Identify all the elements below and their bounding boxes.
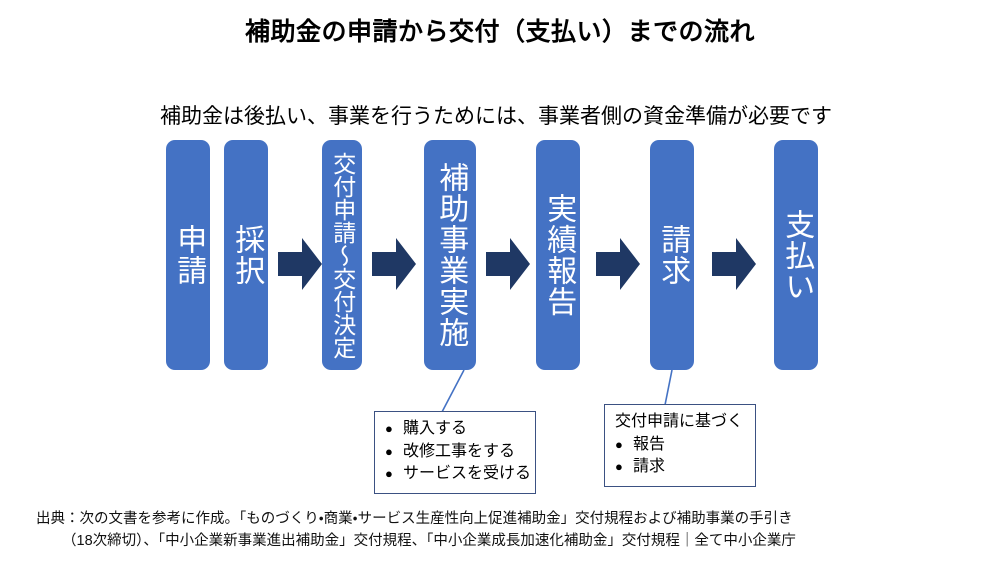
flow-step-label: 申請 <box>172 224 206 286</box>
flow-step-label: 請求 <box>656 224 690 286</box>
bullet-icon: ● <box>385 466 393 482</box>
callout-item: ● サービスを受ける <box>385 463 531 486</box>
flow-step-jisseki-hokoku[interactable]: 実績報告 <box>536 140 580 370</box>
bullet-icon: ● <box>615 436 623 452</box>
callout-item-label: サービスを受ける <box>403 465 532 483</box>
subtitle-text: 補助金は後払い、事業を行うためには、事業者側の資金準備が必要です <box>160 105 832 128</box>
flow-step-label: 実績報告 <box>542 193 576 317</box>
flow-step-shiharai[interactable]: 支払い <box>774 140 818 370</box>
flow-step-label: 採択 <box>230 224 264 286</box>
connector-line-1 <box>440 370 466 412</box>
callout-item: ● 改修工事をする <box>385 441 525 464</box>
callout-item: ● 報告 <box>615 434 745 457</box>
source-note: 出典：次の文書を参考に作成。「ものづくり・商業・サービス生産性向上促進補助金」交… <box>36 508 986 553</box>
flow-step-saitaku[interactable]: 採択 <box>224 140 268 370</box>
bullet-icon: ● <box>385 443 393 459</box>
bullet-icon: ● <box>615 459 623 475</box>
callout-jisseki-hokoku: 交付申請に基づく ● 報告 ● 請求 <box>604 404 756 488</box>
callout-heading: 交付申請に基づく <box>615 411 745 434</box>
source-line-2: （18次締切）、「中小企業新事業進出補助金」交付規程、「中小企業成長加速化補助金… <box>62 533 796 550</box>
callout-item-label: 改修工事をする <box>403 442 516 460</box>
callout-hojo-jigyo-jisshi: ● 購入する ● 改修工事をする ● サービスを受ける <box>374 411 536 495</box>
callout-heading-label: 交付申請に基づく <box>615 413 744 430</box>
flow-step-shinsei[interactable]: 申請 <box>166 140 210 370</box>
callout-item: ● 請求 <box>615 456 745 479</box>
callout-item-label: 購入する <box>403 420 468 437</box>
flow-step-label: 支払い <box>780 208 814 302</box>
flow-step-label: 補助事業実施 <box>434 162 468 348</box>
flow-step-hojo-jigyo-jisshi[interactable]: 補助事業実施 <box>424 140 476 370</box>
right-arrow-icon-3 <box>486 236 530 292</box>
right-arrow-icon-5 <box>712 236 756 292</box>
right-arrow-icon-4 <box>596 236 640 292</box>
flow-step-seikyu[interactable]: 請求 <box>650 140 694 370</box>
flow-step-label: 交付申請～交付決定 <box>329 151 356 359</box>
right-arrow-icon-1 <box>278 236 322 292</box>
connector-line-2 <box>660 370 680 410</box>
flow-step-kofu-shinsei-kettei[interactable]: 交付申請～交付決定 <box>322 140 362 370</box>
right-arrow-icon-2 <box>372 236 416 292</box>
callout-item-label: 請求 <box>633 458 666 476</box>
bullet-icon: ● <box>385 421 393 436</box>
callout-item: ● 購入する <box>385 418 525 441</box>
page-title: 補助金の申請から交付（支払い）までの流れ <box>244 18 755 46</box>
callout-item-label: 報告 <box>633 435 666 453</box>
source-line-1: 出典：次の文書を参考に作成。「ものづくり・商業・サービス生産性向上促進補助金」交… <box>36 511 793 527</box>
